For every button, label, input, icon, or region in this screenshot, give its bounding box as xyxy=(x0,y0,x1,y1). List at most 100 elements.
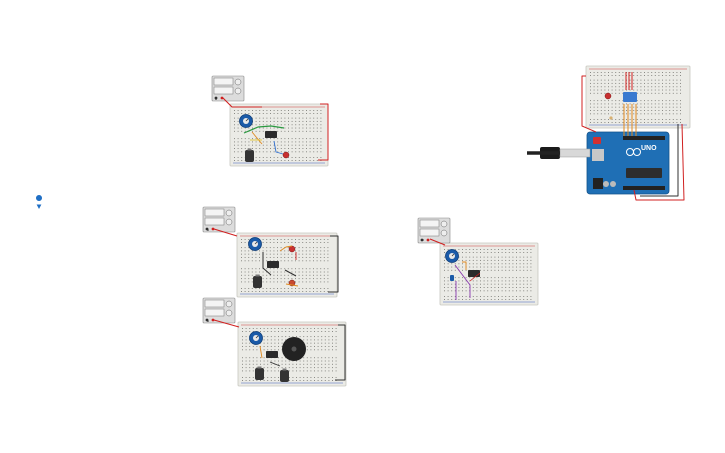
wire-red-3[interactable] xyxy=(213,228,238,237)
breadboard-4[interactable] xyxy=(439,242,539,306)
potentiometer-3[interactable] xyxy=(249,331,263,345)
breadboard-holes xyxy=(241,239,329,292)
wires-layer xyxy=(207,72,685,381)
led-1[interactable] xyxy=(282,151,290,159)
power-supply-display xyxy=(213,86,234,95)
potentiometer-1[interactable] xyxy=(239,114,253,128)
terminal-positive[interactable] xyxy=(220,96,224,100)
battery-body xyxy=(245,150,254,162)
resistor[interactable] xyxy=(609,116,613,120)
arduino-board-label: UNO xyxy=(641,145,657,152)
ic-chip-1[interactable] xyxy=(265,131,277,138)
power-supply-1[interactable] xyxy=(211,75,245,102)
wire-orange-1[interactable] xyxy=(251,131,263,145)
wire-black-10[interactable] xyxy=(640,124,679,197)
power-supply-2[interactable] xyxy=(202,206,236,233)
power-supply-display xyxy=(419,228,440,237)
battery-terminal xyxy=(282,368,287,371)
wire-orange-4[interactable] xyxy=(259,345,263,359)
wire-orange-2[interactable] xyxy=(279,245,293,252)
knob-icon[interactable] xyxy=(225,300,233,308)
knob-icon[interactable] xyxy=(225,218,233,226)
wire-red-7[interactable] xyxy=(469,272,481,282)
labels-layer: UNO xyxy=(641,145,657,152)
power-supply-display xyxy=(213,77,234,86)
knob-icon[interactable] xyxy=(234,78,242,86)
battery-body xyxy=(280,370,289,382)
usb-connector[interactable] xyxy=(559,148,591,158)
wire-black-3[interactable] xyxy=(328,235,339,293)
potentiometer-4[interactable] xyxy=(445,249,459,263)
buzzer-center xyxy=(291,346,297,352)
power-supply-display xyxy=(419,219,440,228)
led-4[interactable] xyxy=(604,92,612,100)
battery-3[interactable] xyxy=(255,366,264,381)
battery-2[interactable] xyxy=(253,274,262,289)
knob-icon[interactable] xyxy=(225,309,233,317)
components-layer xyxy=(36,75,670,383)
terminal-positive[interactable] xyxy=(426,238,430,242)
wire-red-2[interactable] xyxy=(318,103,329,161)
power-supply-display xyxy=(204,299,225,308)
battery-body xyxy=(253,276,262,288)
wire-black-7[interactable] xyxy=(335,324,346,381)
ic-chip-4[interactable] xyxy=(468,270,480,277)
wire-black-4[interactable] xyxy=(262,252,272,276)
power-supply-display xyxy=(204,308,225,317)
power-supply-4[interactable] xyxy=(417,217,451,244)
wire-black-8[interactable] xyxy=(269,361,281,367)
potentiometer-indicator xyxy=(254,241,258,245)
ic-chip-3[interactable] xyxy=(266,351,278,358)
breadboard-5[interactable] xyxy=(585,65,691,129)
battery-4[interactable] xyxy=(280,368,289,383)
analog-header xyxy=(623,186,665,190)
knob-icon[interactable] xyxy=(234,87,242,95)
wire-blue-1[interactable] xyxy=(273,140,284,155)
wire-black-5[interactable] xyxy=(284,269,297,277)
battery-body xyxy=(255,368,264,380)
breadboard-1[interactable] xyxy=(229,103,329,167)
potentiometer-indicator xyxy=(245,118,249,122)
potentiometer-indicator xyxy=(255,335,259,339)
arduino-uno[interactable] xyxy=(586,131,670,195)
wire-orange-3[interactable] xyxy=(285,283,299,287)
potentiometer-2[interactable] xyxy=(248,237,262,251)
capacitor[interactable] xyxy=(450,275,454,281)
wire-red-11[interactable] xyxy=(581,75,597,133)
power-supply-display xyxy=(204,217,225,226)
power-supply-3[interactable] xyxy=(202,297,236,324)
terminal-positive[interactable] xyxy=(211,318,215,322)
wire-orange-5[interactable] xyxy=(462,261,467,270)
led-2[interactable] xyxy=(288,245,296,253)
capacitor xyxy=(603,181,609,187)
terminal-positive[interactable] xyxy=(211,227,215,231)
knob-icon[interactable] xyxy=(225,209,233,217)
breadboards-layer xyxy=(229,65,691,387)
barrel-jack xyxy=(593,178,603,189)
dip-switch[interactable] xyxy=(623,92,637,102)
wire-purple-1[interactable] xyxy=(454,264,471,298)
battery-terminal xyxy=(255,274,260,277)
breadboard-body xyxy=(439,242,539,306)
battery-terminal xyxy=(247,148,252,151)
map-pin-shape xyxy=(36,195,43,209)
knob-icon[interactable] xyxy=(440,220,448,228)
arduino-logo-icon xyxy=(633,148,641,156)
wire-green-1[interactable] xyxy=(243,125,285,134)
knob-icon[interactable] xyxy=(440,229,448,237)
digital-header xyxy=(623,136,665,140)
wire-red-12[interactable] xyxy=(633,123,685,201)
usb-port xyxy=(592,149,604,161)
atmega-chip xyxy=(626,168,662,178)
potentiometer-indicator xyxy=(451,253,455,257)
wire-red-5[interactable] xyxy=(213,319,240,328)
battery-terminal xyxy=(257,366,262,369)
ic-chip-2[interactable] xyxy=(267,261,279,268)
map-pin-icon[interactable] xyxy=(36,195,43,209)
power-supply-display xyxy=(204,208,225,217)
reset-button[interactable] xyxy=(593,137,601,144)
wire-red-6[interactable] xyxy=(429,238,446,246)
wire-red-1[interactable] xyxy=(222,97,262,108)
battery-1[interactable] xyxy=(245,148,254,163)
